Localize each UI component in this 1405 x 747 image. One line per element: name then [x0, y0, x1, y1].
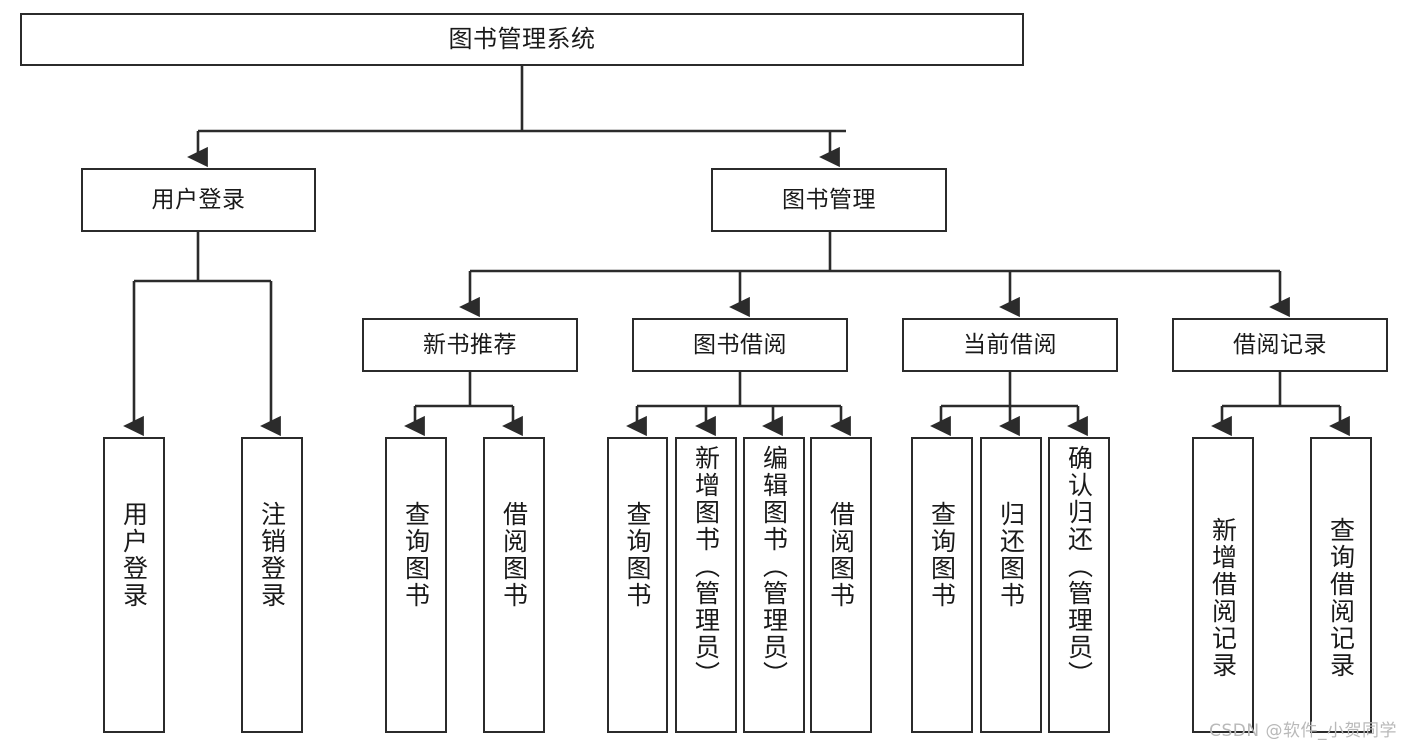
node-leaf-borrow-book-1[interactable]: 借阅图书 [483, 437, 545, 733]
node-leaf-user-logout[interactable]: 注销登录 [241, 437, 303, 733]
node-user-login-label: 用户登录 [151, 186, 246, 213]
node-leaf-borrow-book-2-label: 借阅图书 [826, 501, 856, 609]
node-leaf-user-login-label: 用户登录 [119, 501, 149, 609]
node-leaf-edit-book[interactable]: 编辑图书（管理员） [743, 437, 805, 733]
node-book-manage-label: 图书管理 [782, 186, 876, 213]
node-leaf-query-book-2-label: 查询图书 [623, 501, 652, 609]
node-current-borrow[interactable]: 当前借阅 [902, 318, 1118, 372]
node-leaf-edit-book-label: 编辑图书（管理员） [759, 445, 789, 688]
node-leaf-add-record-label: 新增借阅记录 [1208, 517, 1238, 679]
node-book-manage[interactable]: 图书管理 [711, 168, 947, 232]
node-root-label: 图书管理系统 [448, 24, 596, 53]
node-leaf-query-book-2[interactable]: 查询图书 [607, 437, 668, 733]
node-leaf-query-book-1[interactable]: 查询图书 [385, 437, 447, 733]
node-leaf-borrow-book-2[interactable]: 借阅图书 [810, 437, 872, 733]
node-leaf-query-record[interactable]: 查询借阅记录 [1310, 437, 1372, 733]
node-leaf-return-book-label: 归还图书 [996, 501, 1026, 609]
node-leaf-borrow-book-1-label: 借阅图书 [499, 501, 529, 609]
node-borrow-record-label: 借阅记录 [1233, 331, 1327, 358]
node-leaf-query-book-3-label: 查询图书 [927, 501, 957, 609]
node-leaf-return-book[interactable]: 归还图书 [980, 437, 1042, 733]
node-leaf-confirm-return[interactable]: 确认归还（管理员） [1048, 437, 1110, 733]
node-leaf-query-book-3[interactable]: 查询图书 [911, 437, 973, 733]
node-new-book-recommend-label: 新书推荐 [423, 331, 517, 358]
node-leaf-add-record[interactable]: 新增借阅记录 [1192, 437, 1254, 733]
node-user-login[interactable]: 用户登录 [81, 168, 316, 232]
node-new-book-recommend[interactable]: 新书推荐 [362, 318, 578, 372]
node-leaf-user-login[interactable]: 用户登录 [103, 437, 165, 733]
node-root[interactable]: 图书管理系统 [20, 13, 1024, 66]
csdn-watermark: CSDN @软件_小贺同学 [1209, 721, 1397, 741]
node-leaf-add-book-label: 新增图书（管理员） [691, 445, 721, 688]
node-leaf-add-book[interactable]: 新增图书（管理员） [675, 437, 737, 733]
node-leaf-query-record-label: 查询借阅记录 [1326, 517, 1356, 679]
node-book-borrow[interactable]: 图书借阅 [632, 318, 848, 372]
node-leaf-user-logout-label: 注销登录 [257, 501, 287, 609]
node-leaf-query-book-1-label: 查询图书 [401, 501, 431, 609]
node-book-borrow-label: 图书借阅 [693, 331, 787, 358]
node-leaf-confirm-return-label: 确认归还（管理员） [1064, 445, 1094, 688]
node-borrow-record[interactable]: 借阅记录 [1172, 318, 1388, 372]
node-current-borrow-label: 当前借阅 [963, 331, 1057, 358]
